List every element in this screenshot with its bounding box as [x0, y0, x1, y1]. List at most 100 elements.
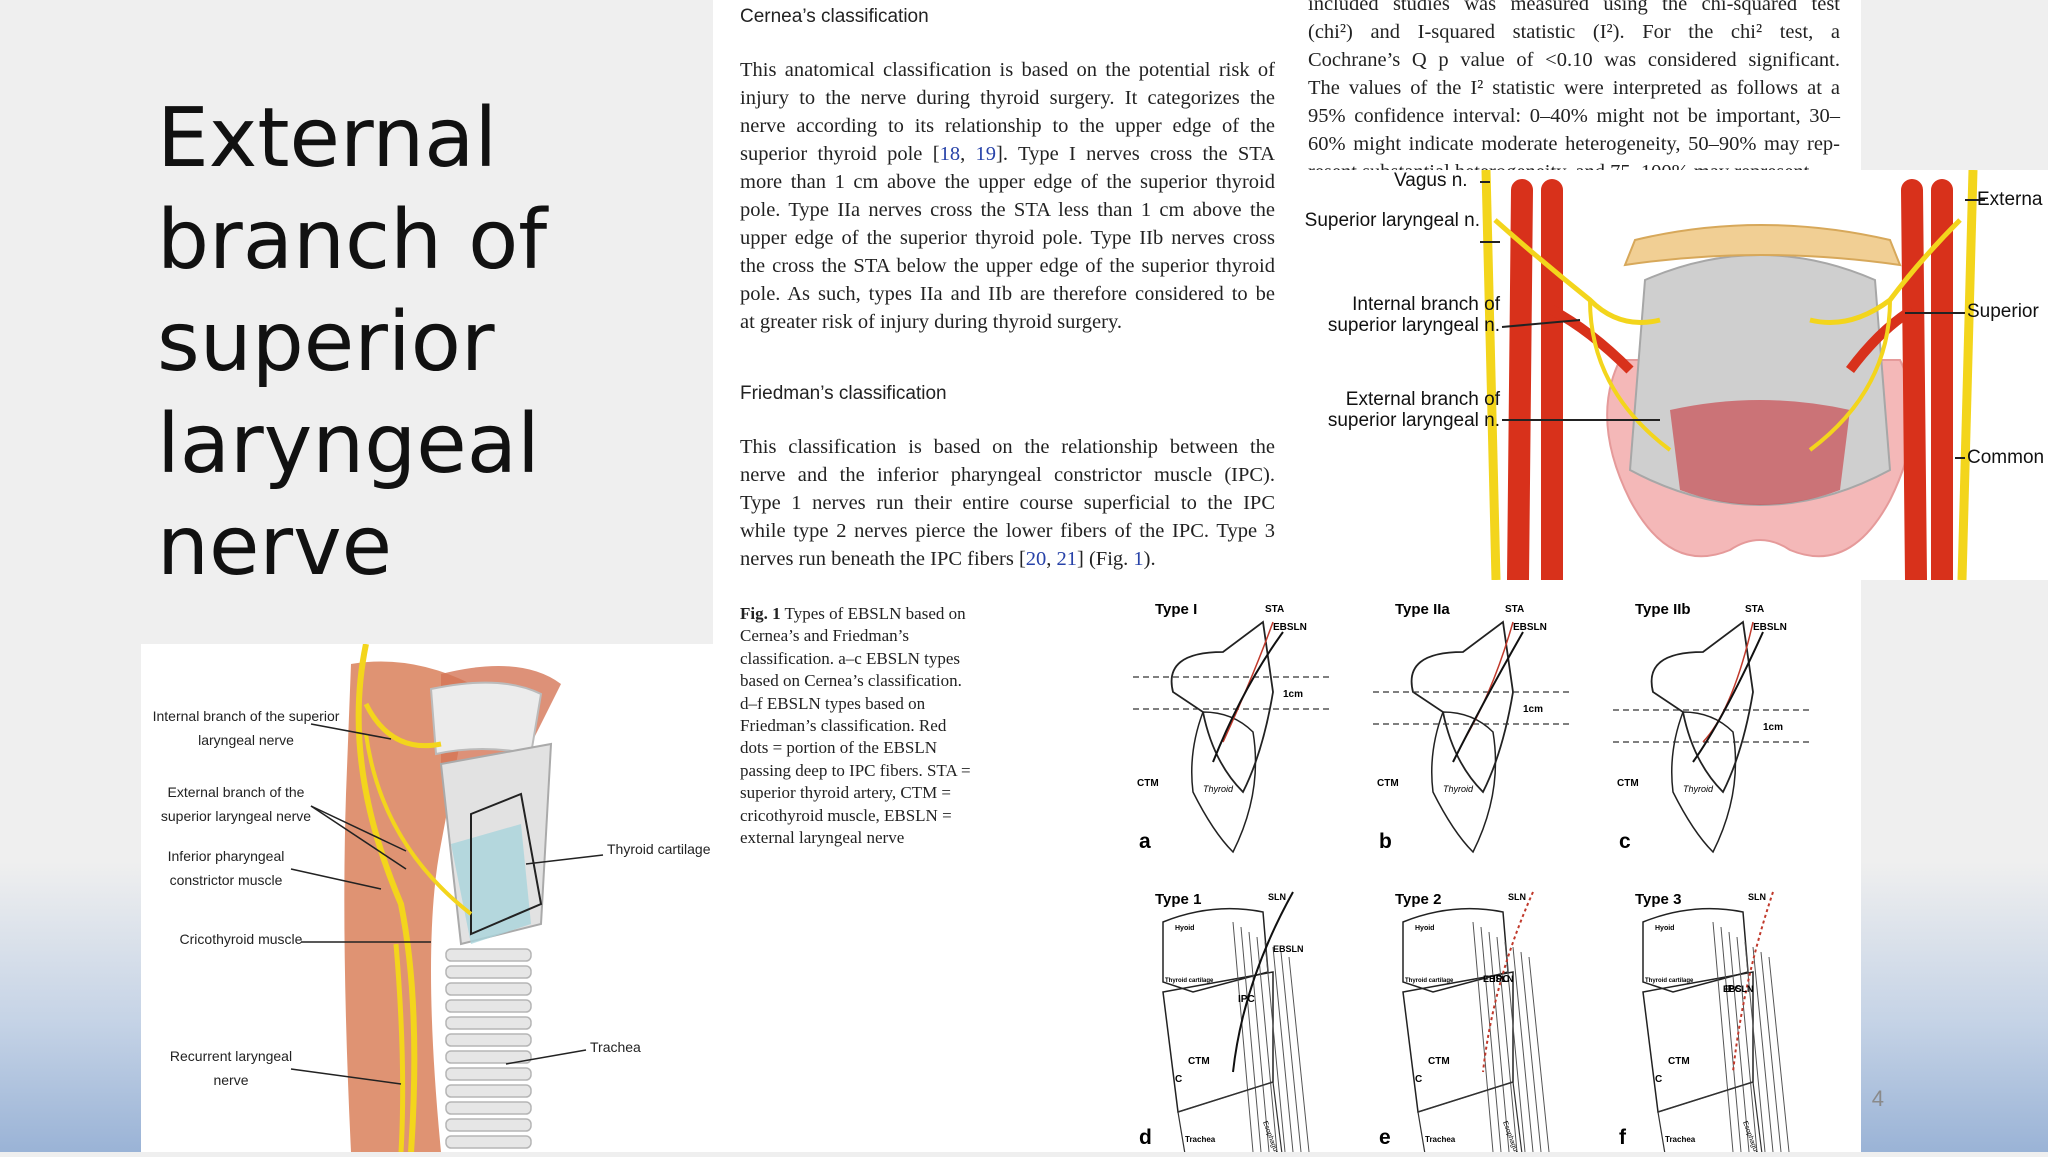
- sta-label: STA: [1745, 604, 1764, 615]
- panel-type-label: Type IIb: [1635, 601, 1691, 618]
- ipc-fiber: [1752, 946, 1774, 1152]
- caption-line: based on Cernea’s classification.: [740, 671, 962, 691]
- trachea-ring: [445, 982, 532, 996]
- superior-thyroid-artery-left: [1549, 305, 1634, 374]
- sln-label: SLN: [1268, 892, 1286, 902]
- thyroid-label: Thyroid: [1443, 784, 1474, 794]
- ipc-fiber: [1232, 921, 1254, 1152]
- vagus-nerve-right: [1957, 169, 1978, 581]
- left-anatomy-svg: [290, 643, 604, 1153]
- label-common-cut: Common: [1967, 447, 2045, 468]
- thyroid-outline: [1191, 711, 1257, 854]
- title-line: superior: [157, 295, 495, 390]
- ipc-fiber: [1504, 941, 1526, 1152]
- text-line: injury to the nerve during thyroid surge…: [740, 87, 1275, 109]
- ebsln-nerve: [1452, 631, 1524, 763]
- label-trachea: Trachea: [590, 1039, 641, 1055]
- caption-line: classification. a–c EBSLN types: [740, 648, 961, 668]
- ipc-fiber: [1728, 931, 1750, 1152]
- label-vagus: Vagus n.: [1390, 170, 1472, 192]
- ipc-fiber: [1712, 921, 1734, 1152]
- ipc-fiber: [1760, 951, 1782, 1152]
- ipc-fiber: [1264, 941, 1286, 1152]
- text-line: superior thyroid pole [18, 19]. Type I n…: [740, 143, 1275, 165]
- leader-line: [310, 805, 407, 870]
- label-ipc: Inferior pharyngeal constrictor muscle: [167, 848, 285, 888]
- figure-link[interactable]: 1: [1133, 548, 1144, 570]
- ipc-fiber: [1472, 921, 1494, 1152]
- ipc-fiber: [1488, 931, 1510, 1152]
- ctm-label: CTM: [1188, 1056, 1210, 1067]
- text-line: Type 1 nerves run their entire course su…: [740, 492, 1275, 514]
- external-branch-nerve: [364, 733, 473, 916]
- title-line: laryngeal: [157, 397, 540, 492]
- ipc-label: IPC: [1493, 974, 1510, 985]
- leader-line: [525, 854, 604, 865]
- caption-line: cricothyroid muscle, EBSLN =: [740, 805, 952, 825]
- ipc-fiber: [1528, 956, 1550, 1152]
- vagus-nerve: [355, 643, 418, 1153]
- esophagus-label: Esophagus: [1501, 1120, 1520, 1152]
- sta-label: STA: [1505, 604, 1524, 615]
- text-line: the cross the STA below the upper edge o…: [740, 255, 1275, 277]
- sln-label: SLN: [1508, 892, 1526, 902]
- c-label: C: [1175, 1074, 1182, 1085]
- panel-type-label: Type 1: [1155, 891, 1201, 908]
- caption-line: d–f EBSLN types based on: [740, 693, 926, 713]
- trachea-ring: [445, 1135, 532, 1149]
- panel-letter: a: [1139, 830, 1151, 853]
- recurrent-nerve: [393, 943, 406, 1153]
- panel-letter: d: [1139, 1126, 1152, 1149]
- reference-link[interactable]: 18: [939, 143, 961, 165]
- ebsln-label: EBSLN: [1723, 984, 1754, 994]
- sta-artery: [1702, 621, 1754, 743]
- reference-link[interactable]: 20: [1025, 548, 1047, 570]
- trachea-ring: [445, 1084, 532, 1098]
- label-superior-cut: Superior: [1967, 301, 2039, 322]
- text-line: upper edge of the superior thyroid pole.…: [740, 227, 1275, 249]
- text-line: This classification is based on the rela…: [740, 436, 1275, 458]
- one-cm-label: 1cm: [1283, 689, 1303, 700]
- ipc-fiber: [1736, 936, 1758, 1152]
- ctm-label: CTM: [1668, 1056, 1690, 1067]
- methods-paragraph: included studies was measured using the …: [1308, 0, 1840, 186]
- lower-region-outline: [1177, 1081, 1283, 1152]
- panel-type-label: Type 2: [1395, 891, 1441, 908]
- text-line: 95% confidence interval: 0–40% might not…: [1308, 105, 1840, 127]
- text-line: nerve according to its relationship to t…: [740, 115, 1275, 137]
- text-line: 60% might indicate moderate heterogeneit…: [1308, 133, 1840, 155]
- reference-link[interactable]: 19: [975, 143, 997, 165]
- trachea-label: Trachea: [1185, 1135, 1216, 1144]
- ipc-label: IPC: [1725, 984, 1742, 995]
- thyroid-cartilage-label: Thyroid cartilage: [1645, 978, 1694, 984]
- caption-line: dots = portion of the EBSLN: [740, 738, 938, 758]
- sta-artery: [1222, 621, 1274, 743]
- leader-line: [290, 868, 382, 890]
- label-thyroid-cartilage: Thyroid cartilage: [607, 841, 711, 857]
- hyoid-label: Hyoid: [1175, 925, 1194, 932]
- esophagus-label: Esophagus: [1741, 1120, 1760, 1152]
- ipc-fiber: [1480, 926, 1502, 1152]
- ipc-fiber: [1272, 946, 1294, 1152]
- ebsln-label: EBSLN: [1483, 974, 1514, 984]
- panel-type-label: Type I: [1155, 601, 1197, 618]
- label-external-cut: Externa: [1977, 189, 2043, 210]
- ebsln-nerve: [1232, 891, 1294, 1073]
- leader-line: [310, 723, 392, 740]
- one-cm-label: 1cm: [1523, 704, 1543, 715]
- sln-label: SLN: [1748, 892, 1766, 902]
- ipc-fiber: [1248, 931, 1270, 1152]
- trachea-ring: [445, 1118, 532, 1132]
- ebsln-label: EBSLN: [1513, 622, 1547, 633]
- ipc-fiber: [1768, 956, 1790, 1152]
- reference-link[interactable]: 21: [1056, 548, 1078, 570]
- caption-line: superior thyroid artery, CTM =: [740, 783, 952, 803]
- external-branch-nerve: [1588, 299, 1672, 452]
- thyroid-cartilage-label: Thyroid cartilage: [1165, 978, 1214, 984]
- page-number: 4: [1871, 1086, 1884, 1111]
- larynx-outline: [1410, 620, 1514, 794]
- friedman-paragraph: This classification is based on the rela…: [740, 433, 1275, 573]
